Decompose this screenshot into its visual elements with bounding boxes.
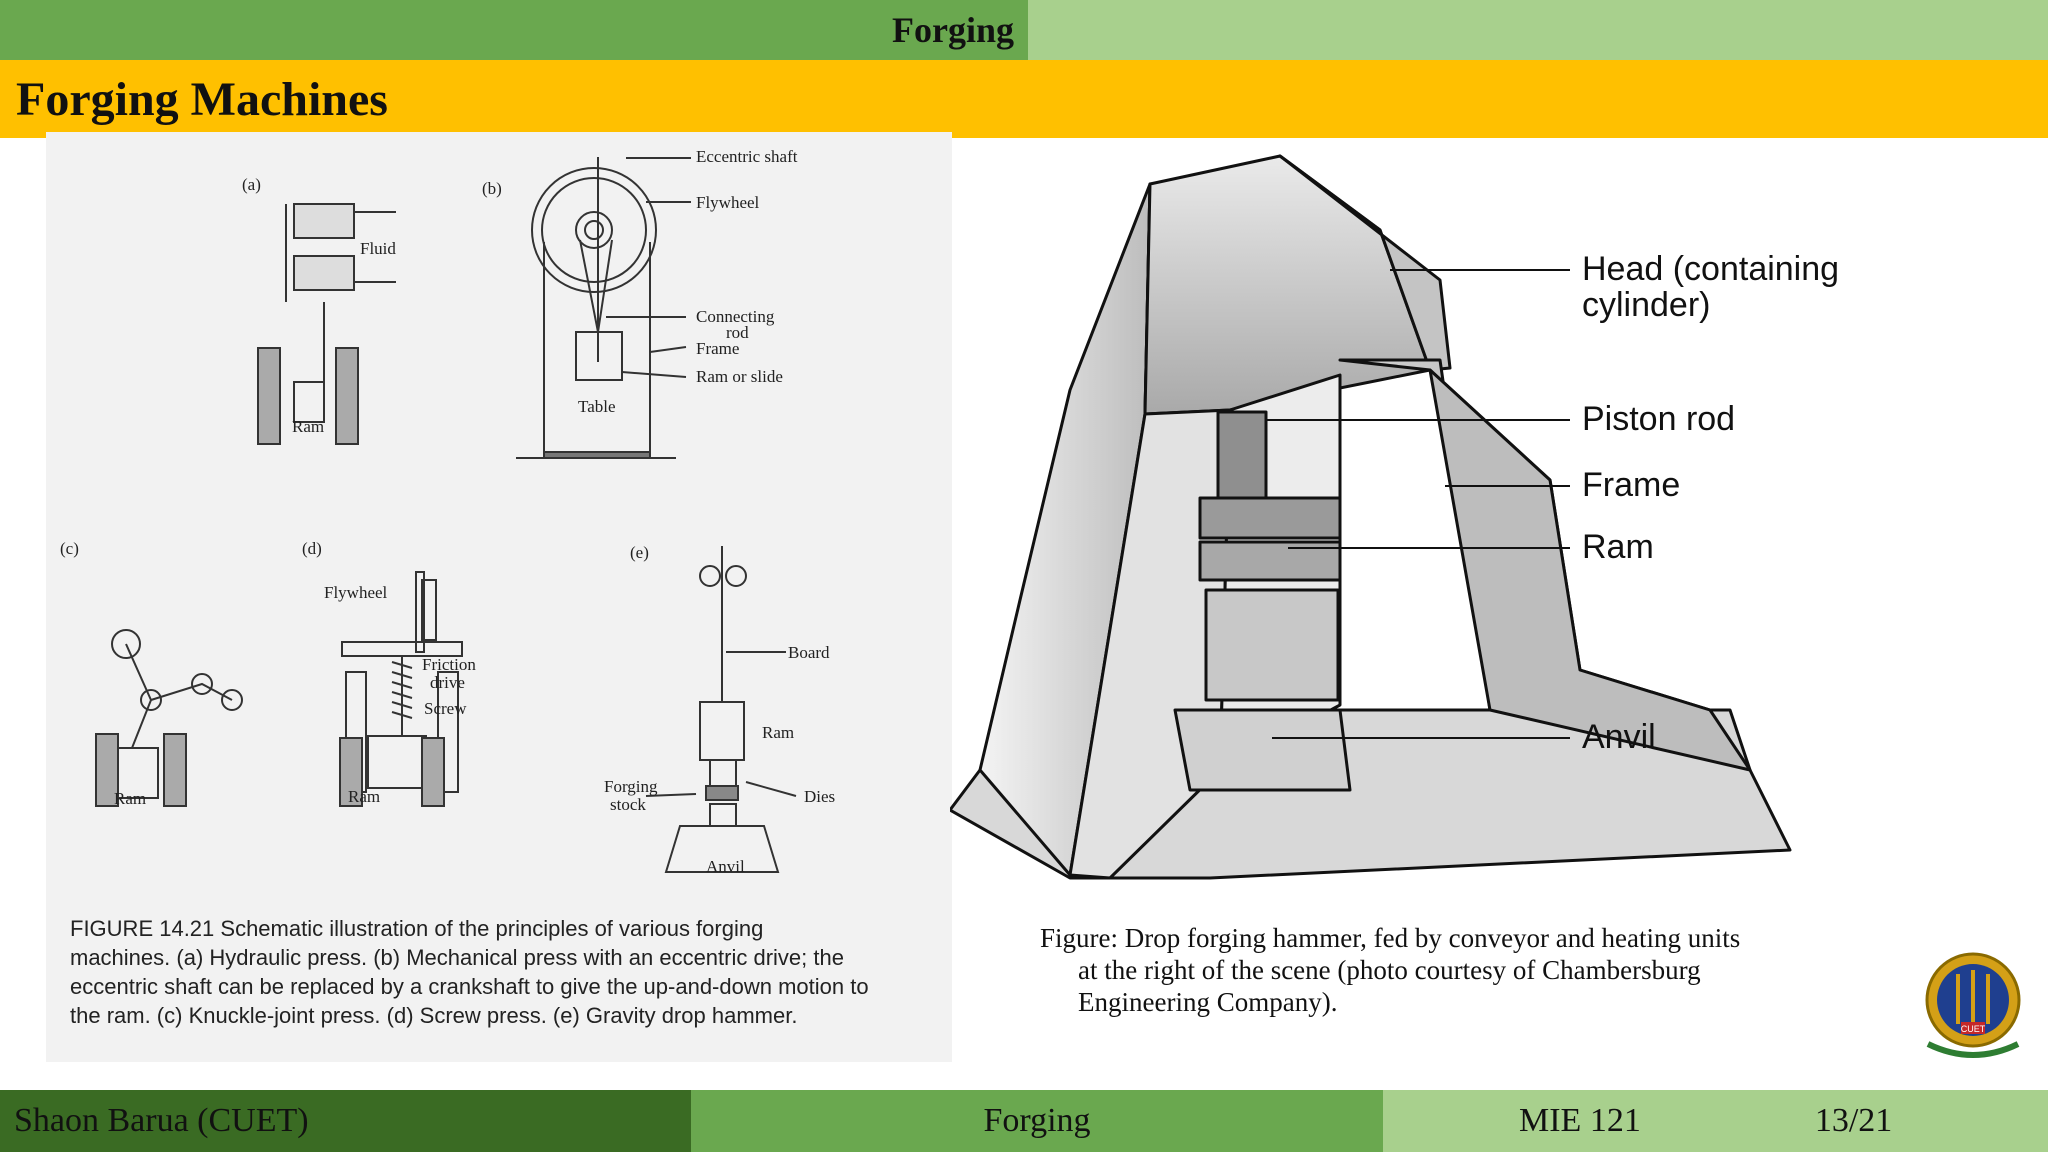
label-head-line1: Head (containing xyxy=(1582,250,1839,288)
right-figure-caption: Figure: Drop forging hammer, fed by conv… xyxy=(1040,922,1860,1018)
right-caption-line: Figure: Drop forging hammer, fed by conv… xyxy=(1040,923,1741,953)
cuet-logo: CUET xyxy=(1918,948,2028,1068)
label-ram: Ram xyxy=(1582,528,1654,566)
panel-c-label: (c) xyxy=(60,539,79,558)
author-text: Shaon Barua (CUET) xyxy=(14,1102,309,1139)
label-fluid: Fluid xyxy=(360,239,396,258)
label-head-line2: cylinder) xyxy=(1582,286,1710,324)
label-board: Board xyxy=(788,643,830,662)
section-header: Forging xyxy=(0,0,1028,60)
label-flywheel-d: Flywheel xyxy=(324,583,388,602)
label-forging-stock-1: Forging xyxy=(604,777,658,796)
label-ram-or-slide: Ram or slide xyxy=(696,367,783,386)
section-title: Forging xyxy=(892,10,1014,50)
slide-title: Forging Machines xyxy=(16,73,388,126)
logo-text: CUET xyxy=(1961,1024,1986,1034)
panel-b-label: (b) xyxy=(482,179,502,198)
drop-hammer-drawing: Head (containing cylinder) Piston rod Fr… xyxy=(948,154,1839,880)
label-anvil: Anvil xyxy=(1582,718,1656,756)
label-dies: Dies xyxy=(804,787,835,806)
label-eccentric-shaft: Eccentric shaft xyxy=(696,147,798,166)
label-friction-drive-1: Friction xyxy=(422,655,476,674)
title-bar: Forging Machines xyxy=(0,60,2048,138)
label-ram-a: Ram xyxy=(292,417,324,436)
label-ram-e: Ram xyxy=(762,723,794,742)
label-flywheel-b: Flywheel xyxy=(696,193,760,212)
footer-course-page: MIE 121 13/21 xyxy=(1383,1090,2048,1152)
label-connecting-rod-1: Connecting xyxy=(696,307,775,326)
topic-text: Forging xyxy=(983,1102,1091,1139)
label-screw: Screw xyxy=(424,699,467,718)
label-table: Table xyxy=(578,397,616,416)
left-caption-line: FIGURE 14.21 Schematic illustration of t… xyxy=(70,916,764,941)
left-caption-line: eccentric shaft can be replaced by a cra… xyxy=(70,974,869,999)
label-frame-b: Frame xyxy=(696,339,739,358)
left-caption-line: machines. (a) Hydraulic press. (b) Mecha… xyxy=(70,945,844,970)
label-frame: Frame xyxy=(1582,466,1680,504)
right-caption-line: at the right of the scene (photo courtes… xyxy=(1078,955,1701,985)
footer-bar: Shaon Barua (CUET) Forging MIE 121 13/21 xyxy=(0,1090,2048,1152)
label-friction-drive-2: drive xyxy=(430,673,465,692)
top-bar: Forging xyxy=(0,0,2048,60)
panel-e-label: (e) xyxy=(630,543,649,562)
label-ram-c: Ram xyxy=(114,789,146,808)
page-number: 13/21 xyxy=(1814,1102,1893,1139)
drop-hammer-illustration: Head (containing cylinder) Piston rod Fr… xyxy=(948,150,2048,890)
right-caption-line: Engineering Company). xyxy=(1078,987,1338,1017)
schematic-drawing: (a) (b) (c) (d) (e) Fluid Ram Eccentric … xyxy=(60,147,835,876)
footer-topic: Forging xyxy=(691,1090,1383,1152)
course-code: MIE 121 xyxy=(1519,1102,1641,1139)
gear-emblem-icon: CUET xyxy=(1925,952,2021,1058)
forging-machines-schematic: (a) (b) (c) (d) (e) Fluid Ram Eccentric … xyxy=(46,132,952,1062)
label-connecting-rod-2: rod xyxy=(726,323,749,342)
label-ram-d: Ram xyxy=(348,787,380,806)
panel-d-label: (d) xyxy=(302,539,322,558)
label-piston-rod: Piston rod xyxy=(1582,400,1735,438)
label-forging-stock-2: stock xyxy=(610,795,646,814)
left-caption-line: the ram. (c) Knuckle-joint press. (d) Sc… xyxy=(70,1003,798,1028)
label-anvil-e: Anvil xyxy=(706,857,745,876)
left-figure-caption: FIGURE 14.21 Schematic illustration of t… xyxy=(70,914,940,1030)
footer-author: Shaon Barua (CUET) xyxy=(0,1090,691,1152)
panel-a-label: (a) xyxy=(242,175,261,194)
top-bar-right xyxy=(1028,0,2048,60)
